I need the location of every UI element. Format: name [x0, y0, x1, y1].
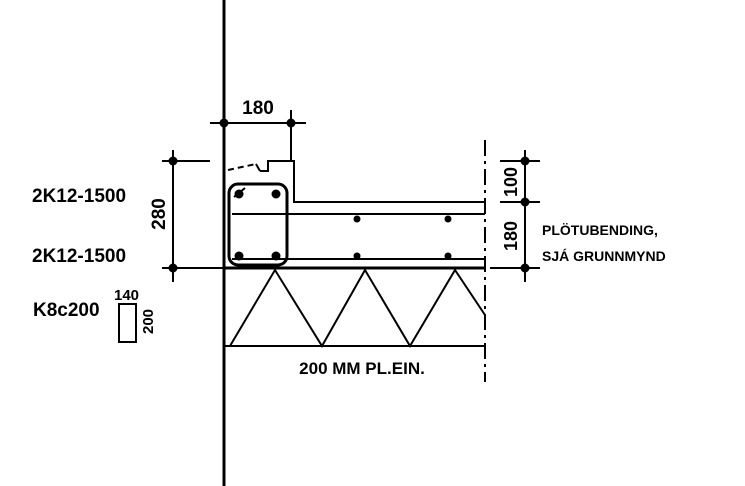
- stirrup-width-label: 140: [114, 287, 139, 304]
- dim-top-part-label: 100: [501, 167, 521, 197]
- edge-stirrup: [227, 182, 289, 267]
- rebar-bottom-label: 2K12-1500: [32, 246, 126, 267]
- dim-slab-thickness-label: 180: [501, 221, 521, 251]
- stirrup-height-label: 200: [140, 309, 157, 334]
- dimension-total-depth: 280: [149, 150, 224, 282]
- slab-section: [224, 160, 485, 270]
- insulation-label: 200 MM PL.EIN.: [299, 359, 425, 378]
- dim-edge-width-label: 180: [242, 98, 274, 119]
- note-line-1: PLÖTUBENDING,: [542, 222, 658, 238]
- stirrup-label: K8c200: [33, 300, 100, 321]
- note-line-2: SJÁ GRUNNMYND: [542, 248, 666, 264]
- stirrup-callout: K8c200 140 200: [33, 287, 157, 343]
- insulation-layer: 200 MM PL.EIN.: [224, 268, 486, 378]
- dim-total-depth-label: 280: [149, 198, 170, 230]
- dimension-edge-width: 180: [210, 98, 306, 162]
- rebar-top-label: 2K12-1500: [32, 186, 126, 207]
- stirrup-symbol: [118, 303, 137, 343]
- dimension-right: 100 180: [490, 150, 540, 282]
